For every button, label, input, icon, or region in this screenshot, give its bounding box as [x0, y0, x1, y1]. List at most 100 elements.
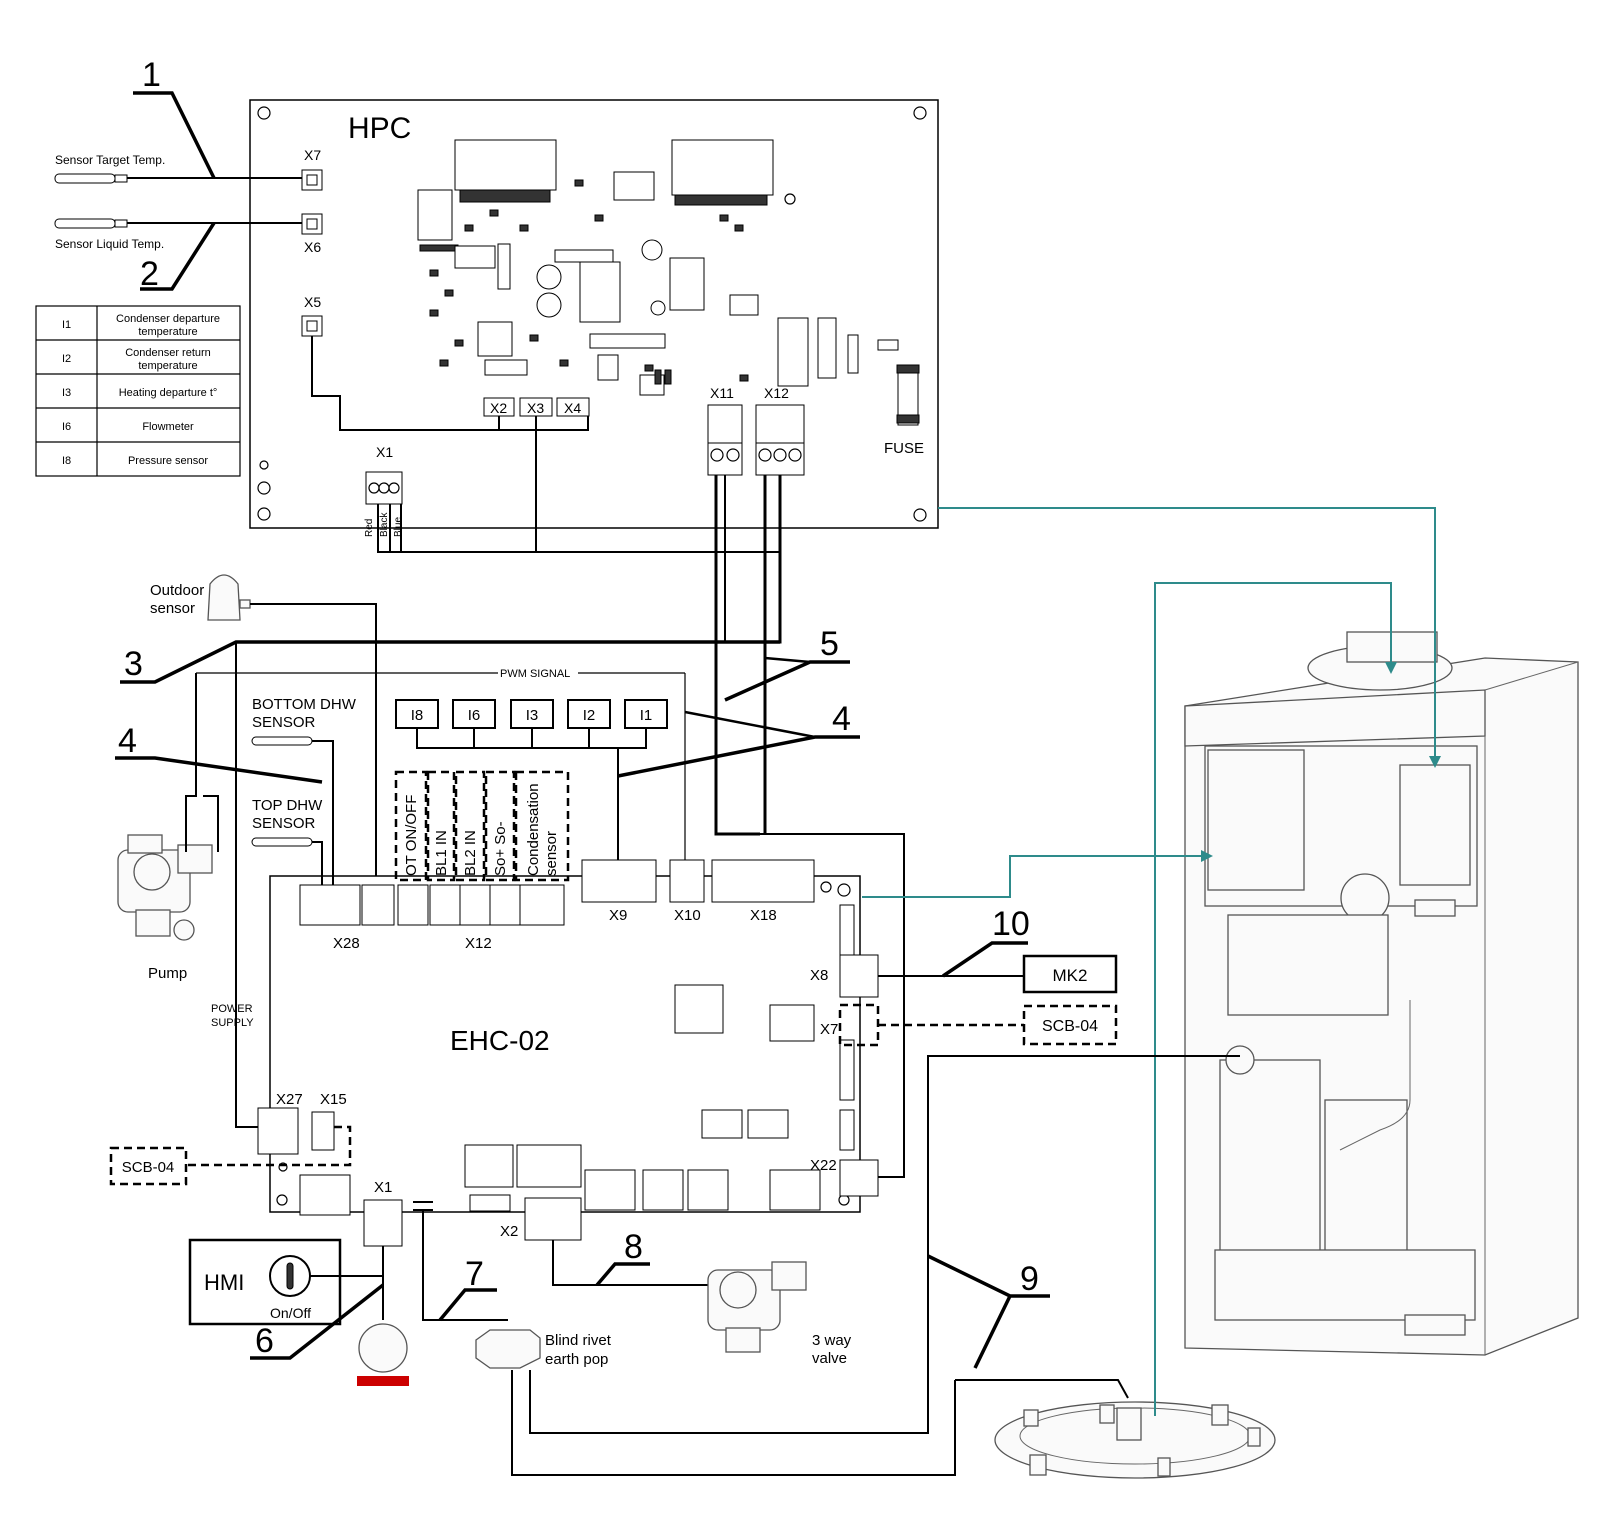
- hpc-x7: X7: [301, 147, 323, 191]
- callout-number: 1: [142, 56, 161, 94]
- callout-number: 5: [820, 625, 839, 663]
- ehc-x22-label: X22: [810, 1157, 837, 1174]
- sensor-target-temp-probe: Sensor Target Temp.: [54, 153, 302, 184]
- boiler-unit: [1184, 631, 1579, 1356]
- callout-2: 2: [140, 222, 216, 293]
- legend-code: I3: [62, 387, 71, 399]
- input-box-i1: I1: [624, 699, 668, 729]
- sensor-target-temp-label: Sensor Target Temp.: [55, 153, 165, 167]
- ehc-x28: X28: [299, 884, 395, 952]
- bottom-dhw-sensor: BOTTOM DHW SENSOR: [251, 696, 357, 885]
- bottom-dhw-label: BOTTOM DHW: [252, 696, 357, 713]
- input-label: I2: [583, 707, 596, 724]
- legend-desc: temperature: [138, 326, 197, 338]
- fuse-label: FUSE: [884, 440, 924, 457]
- hpc-wiring: [311, 336, 782, 836]
- pwm-signal-group: PWM SIGNAL I8 I6 I3 I2 I1: [196, 668, 686, 860]
- input-label: I3: [526, 707, 539, 724]
- ehc-x9-label: X9: [609, 907, 627, 924]
- hpc-small-parts: [429, 179, 749, 385]
- ehc-x8: X8: [810, 954, 879, 998]
- ehc-x1: X1: [363, 1179, 403, 1247]
- legend-desc: Condenser return: [125, 347, 211, 359]
- ehc-x2-label: X2: [500, 1223, 518, 1240]
- pump-label: Pump: [148, 965, 187, 982]
- hpc-x11-label: X11: [710, 385, 734, 401]
- ehc-x27-label: X27: [276, 1091, 303, 1108]
- hpc-x1-label: X1: [376, 444, 393, 460]
- hpc-x1-terminal: X1 Red Black Blue: [364, 444, 404, 537]
- bottom-dhw-label: SENSOR: [252, 714, 316, 731]
- callout-1: 1: [133, 56, 216, 179]
- mk2-label: MK2: [1053, 966, 1088, 985]
- hpc-x2-label: X2: [490, 400, 507, 416]
- input-box-i2: I2: [567, 699, 611, 729]
- legend-row: I6 Flowmeter: [62, 421, 194, 433]
- wire-red: Red: [364, 519, 375, 537]
- pwm-signal-label: PWM SIGNAL: [500, 668, 570, 680]
- ehc-x7-label: X7: [820, 1021, 838, 1038]
- hpc-x11-terminal: X11: [707, 385, 743, 476]
- input-box-i6: I6: [452, 699, 496, 729]
- mk2-box: MK2: [878, 954, 1118, 994]
- hpc-component-pins: [459, 189, 768, 206]
- callout-number: 10: [992, 905, 1030, 943]
- legend-row: I3 Heating departure t°: [62, 387, 217, 399]
- legend-table: I1 Condenser departure temperature I2 Co…: [35, 305, 241, 477]
- ehc-title: EHC-02: [450, 1025, 550, 1056]
- top-dhw-label: TOP DHW: [252, 797, 323, 814]
- scb04-right-label: SCB-04: [1042, 1018, 1098, 1035]
- ehc-x22: X22: [810, 1157, 879, 1197]
- ehc-x12-input-label: sensor: [543, 831, 560, 876]
- callout-10: 10: [942, 905, 1030, 978]
- callout-3: 3: [120, 640, 780, 684]
- ehc-x15: X15: [311, 1091, 347, 1151]
- onoff-label: On/Off: [270, 1305, 311, 1321]
- hpc-x6: X6: [301, 213, 323, 255]
- callout-7: 7: [438, 1255, 497, 1322]
- input-label: I8: [411, 707, 424, 724]
- callout-number: 2: [140, 255, 159, 293]
- input-box-i8: I8: [395, 699, 439, 729]
- callout-9: 9: [927, 1254, 1050, 1369]
- power-supply-wiring: POWER SUPPLY: [185, 642, 352, 1167]
- hpc-x5-label: X5: [304, 294, 321, 310]
- callout-number: 4: [832, 700, 851, 738]
- legend-code: I6: [62, 421, 71, 433]
- ehc-x12-label: X12: [465, 935, 492, 952]
- hpc-board: HPC: [249, 99, 939, 537]
- legend-desc: Condenser departure: [116, 313, 220, 325]
- legend-code: I2: [62, 353, 71, 365]
- three-way-valve: 3 way valve: [552, 1240, 852, 1367]
- ehc-x2: X2: [500, 1197, 582, 1241]
- ehc-board: EHC-02: [269, 875, 861, 1216]
- ehc-x28-label: X28: [333, 935, 360, 952]
- ehc-x15-label: X15: [320, 1091, 347, 1108]
- callout-number: 9: [1020, 1260, 1039, 1298]
- valve-label: 3 way: [812, 1332, 852, 1349]
- ehc-x12-input-label: Condensation: [525, 783, 542, 876]
- sensor-liquid-temp-label: Sensor Liquid Temp.: [55, 237, 164, 251]
- hpc-x12-label: X12: [764, 385, 789, 401]
- sensor-liquid-temp-probe: Sensor Liquid Temp.: [54, 218, 302, 251]
- input-label: I1: [640, 707, 653, 724]
- legend-desc: temperature: [138, 360, 197, 372]
- ferrite-clip: [357, 1323, 409, 1386]
- ehc-x12-input-label: OT ON/OFF: [403, 795, 420, 876]
- legend-row: I1 Condenser departure temperature: [62, 313, 220, 338]
- ehc-x1-label: X1: [374, 1179, 392, 1196]
- ehc-x12: X12 OT ON/OFF BL1 IN BL2 IN So+ So- Cond…: [394, 770, 570, 952]
- scb04-left-box: SCB-04: [109, 1146, 188, 1186]
- ehc-x8-label: X8: [810, 967, 828, 984]
- hpc-x5: X5: [301, 294, 323, 337]
- ehc-x9: X9: [581, 859, 657, 924]
- callout-6: 6: [250, 1283, 385, 1360]
- legend-row: I8 Pressure sensor: [62, 455, 208, 467]
- ehc-x18-label: X18: [750, 907, 777, 924]
- pump: Pump: [117, 834, 213, 982]
- hpc-x4-label: X4: [564, 400, 581, 416]
- rivet-label: Blind rivet: [545, 1332, 612, 1349]
- input-box-i3: I3: [510, 699, 554, 729]
- legend-code: I1: [62, 319, 71, 331]
